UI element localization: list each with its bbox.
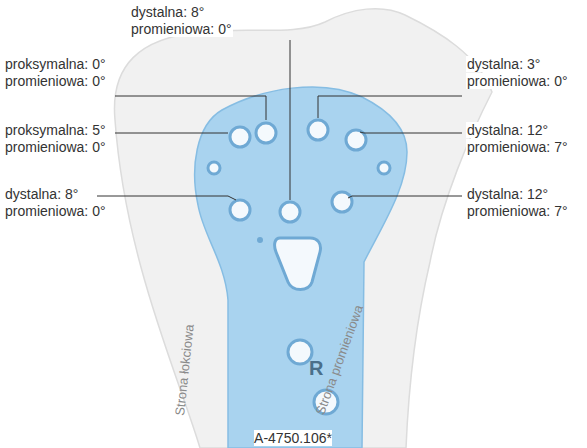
angle-label: dystalna: 3° (466, 56, 541, 72)
angle-label: promieniowa: 0° (130, 21, 233, 37)
angle-label: dystalna: 12° (466, 122, 549, 138)
angle-label: promieniowa: 0° (4, 73, 107, 89)
angle-label: promieniowa: 0° (4, 139, 107, 155)
angle-label: dystalna: 8° (4, 186, 79, 202)
angle-label: promieniowa: 0° (4, 203, 107, 219)
leader-lines (97, 40, 462, 200)
caption: A-4750.106* (254, 430, 332, 446)
bone-plate (195, 87, 407, 448)
angle-label: promieniowa: 0° (466, 73, 569, 89)
angle-label: dystalna: 12° (466, 186, 549, 202)
angle-label: promieniowa: 7° (466, 139, 569, 155)
bone-outline (114, 9, 492, 448)
angle-label: proksymalna: 0° (4, 56, 107, 72)
angle-label: dystalna: 8° (130, 4, 205, 20)
angle-label: promieniowa: 7° (466, 203, 569, 219)
angle-label: proksymalna: 5° (4, 122, 107, 138)
plate-window (275, 238, 321, 290)
k-wire-hole (257, 237, 263, 243)
screw-holes (208, 120, 390, 414)
side-mark: R (308, 360, 324, 376)
